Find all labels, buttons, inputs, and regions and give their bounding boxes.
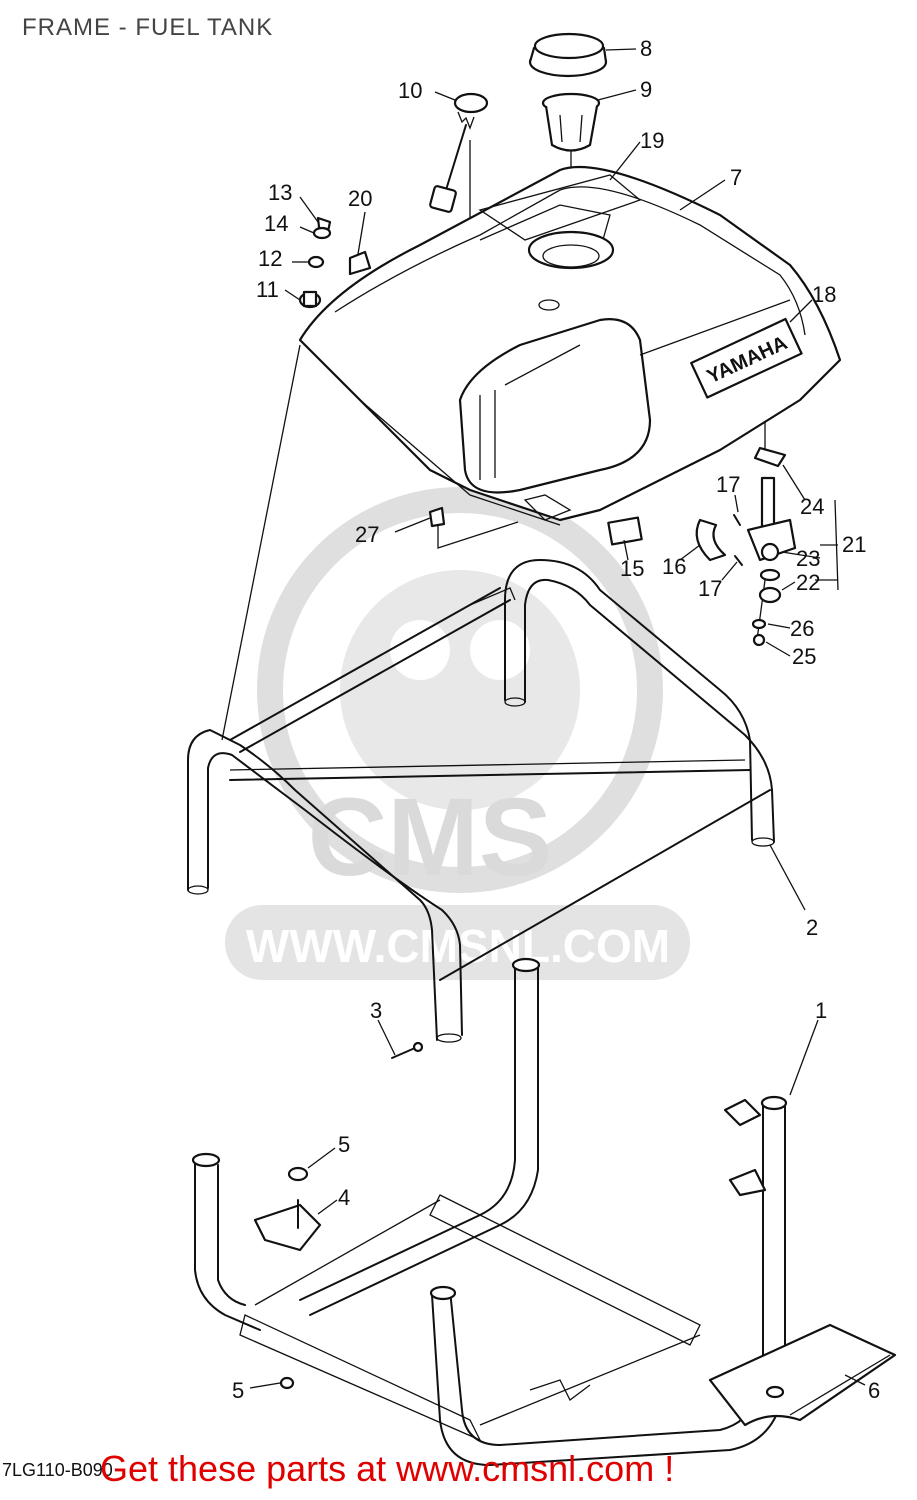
callout-8: 8 bbox=[640, 36, 652, 61]
callout-17-upper: 17 bbox=[716, 472, 740, 497]
callout-15: 15 bbox=[620, 556, 644, 581]
callout-20: 20 bbox=[348, 186, 372, 211]
callout-17-lower: 17 bbox=[698, 576, 722, 601]
callout-14: 14 bbox=[264, 211, 288, 236]
callout-26: 26 bbox=[790, 616, 814, 641]
callout-5-upper: 5 bbox=[338, 1132, 350, 1157]
callout-13: 13 bbox=[268, 180, 292, 205]
callout-18: 18 bbox=[812, 282, 836, 307]
lower-frame bbox=[191, 957, 788, 1466]
watermark-url: WWW.CMSNL.COM bbox=[246, 920, 670, 972]
callout-1: 1 bbox=[815, 998, 827, 1023]
callout-23: 23 bbox=[796, 546, 820, 571]
callout-11: 11 bbox=[256, 277, 279, 302]
callout-4: 4 bbox=[338, 1185, 350, 1210]
leader-lines bbox=[249, 48, 866, 1389]
callout-16: 16 bbox=[662, 554, 686, 579]
callout-12: 12 bbox=[258, 246, 282, 271]
callout-27: 27 bbox=[355, 522, 379, 547]
callout-labels: 8 9 10 19 7 13 14 20 12 11 18 17 24 21 2… bbox=[232, 36, 880, 1403]
callout-21: 21 bbox=[842, 532, 866, 557]
fuel-cock-assembly bbox=[428, 446, 797, 647]
tank-mount-hardware bbox=[298, 216, 372, 309]
rubber-mount bbox=[253, 1166, 322, 1390]
callout-19: 19 bbox=[640, 128, 664, 153]
callout-6: 6 bbox=[868, 1378, 880, 1403]
callout-22: 22 bbox=[796, 570, 820, 595]
callout-24: 24 bbox=[800, 494, 824, 519]
upper-frame bbox=[187, 559, 775, 1043]
fuel-cap bbox=[528, 32, 608, 78]
cover-plate bbox=[708, 1323, 897, 1427]
page-title: FRAME - FUEL TANK bbox=[22, 14, 274, 41]
fuel-strainer bbox=[541, 92, 601, 152]
fuel-tank: YAMAHA bbox=[298, 165, 842, 526]
drawing-code: 7LG110-B090 bbox=[2, 1460, 113, 1480]
callout-9: 9 bbox=[640, 77, 652, 102]
callout-2: 2 bbox=[806, 915, 818, 940]
bolt-3 bbox=[391, 1041, 424, 1059]
watermark-brand: CMS bbox=[308, 776, 552, 899]
callout-25: 25 bbox=[792, 644, 816, 669]
promo-link-text[interactable]: Get these parts at www.cmsnl.com ! bbox=[100, 1448, 675, 1489]
fuel-gauge bbox=[429, 92, 489, 213]
callout-3: 3 bbox=[370, 998, 382, 1023]
callout-5-lower: 5 bbox=[232, 1378, 244, 1403]
callout-10: 10 bbox=[398, 78, 422, 103]
cms-watermark: CMS WWW.CMSNL.COM bbox=[225, 487, 690, 980]
callout-7: 7 bbox=[730, 165, 742, 190]
